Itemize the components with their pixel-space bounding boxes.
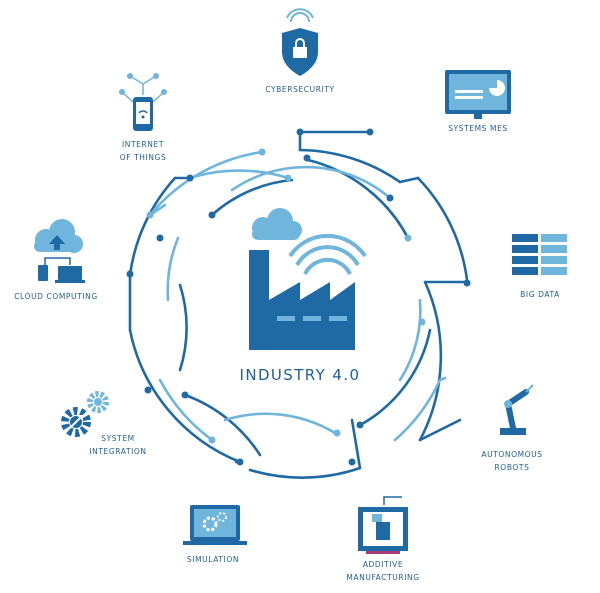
additive-manufacturing-label: ADDITIVE MANUFACTURING (330, 558, 436, 584)
robot-arm-icon (500, 384, 534, 435)
3d-printer-icon (358, 496, 408, 554)
system-integration-label-line1: SYSTEM (101, 434, 135, 443)
monitor-chart-icon (445, 70, 511, 119)
big-data-label: BIG DATA (520, 290, 560, 299)
circuit-ring (126, 128, 471, 479)
autonomous-robots-label: AUTONOMOUS ROBOTS (462, 448, 562, 474)
autonomous-robots-label-line2: ROBOTS (494, 463, 530, 472)
additive-manufacturing-label-line1: ADDITIVE (362, 560, 404, 569)
internet-of-things-label-line1: INTERNET (121, 140, 165, 149)
internet-of-things-label: INTERNET OF THINGS (103, 138, 183, 164)
simulation-label: SIMULATION (186, 555, 240, 564)
cybersecurity-label: CYBERSECURITY (265, 85, 335, 94)
laptop-gears-icon (183, 505, 247, 545)
shield-lock-icon (282, 8, 318, 76)
additive-manufacturing-label-line2: MANUFACTURING (346, 573, 420, 582)
system-integration-label: SYSTEM INTEGRATION (78, 432, 158, 458)
cloud-devices-icon (34, 219, 85, 283)
cloud-computing-label: CLOUD COMPUTING (14, 292, 98, 301)
factory-icon (249, 208, 367, 350)
gears-icon (61, 391, 109, 437)
system-integration-label-line2: INTEGRATION (89, 447, 147, 456)
systems-mes-label: SYSTEMS MES (448, 124, 508, 133)
center-title: INDUSTRY 4.0 (239, 366, 361, 384)
smartphone-network-icon (119, 73, 167, 131)
database-rack-icon (512, 234, 567, 275)
internet-of-things-label-line2: OF THINGS (119, 153, 167, 162)
autonomous-robots-label-line1: AUTONOMOUS (481, 450, 543, 459)
